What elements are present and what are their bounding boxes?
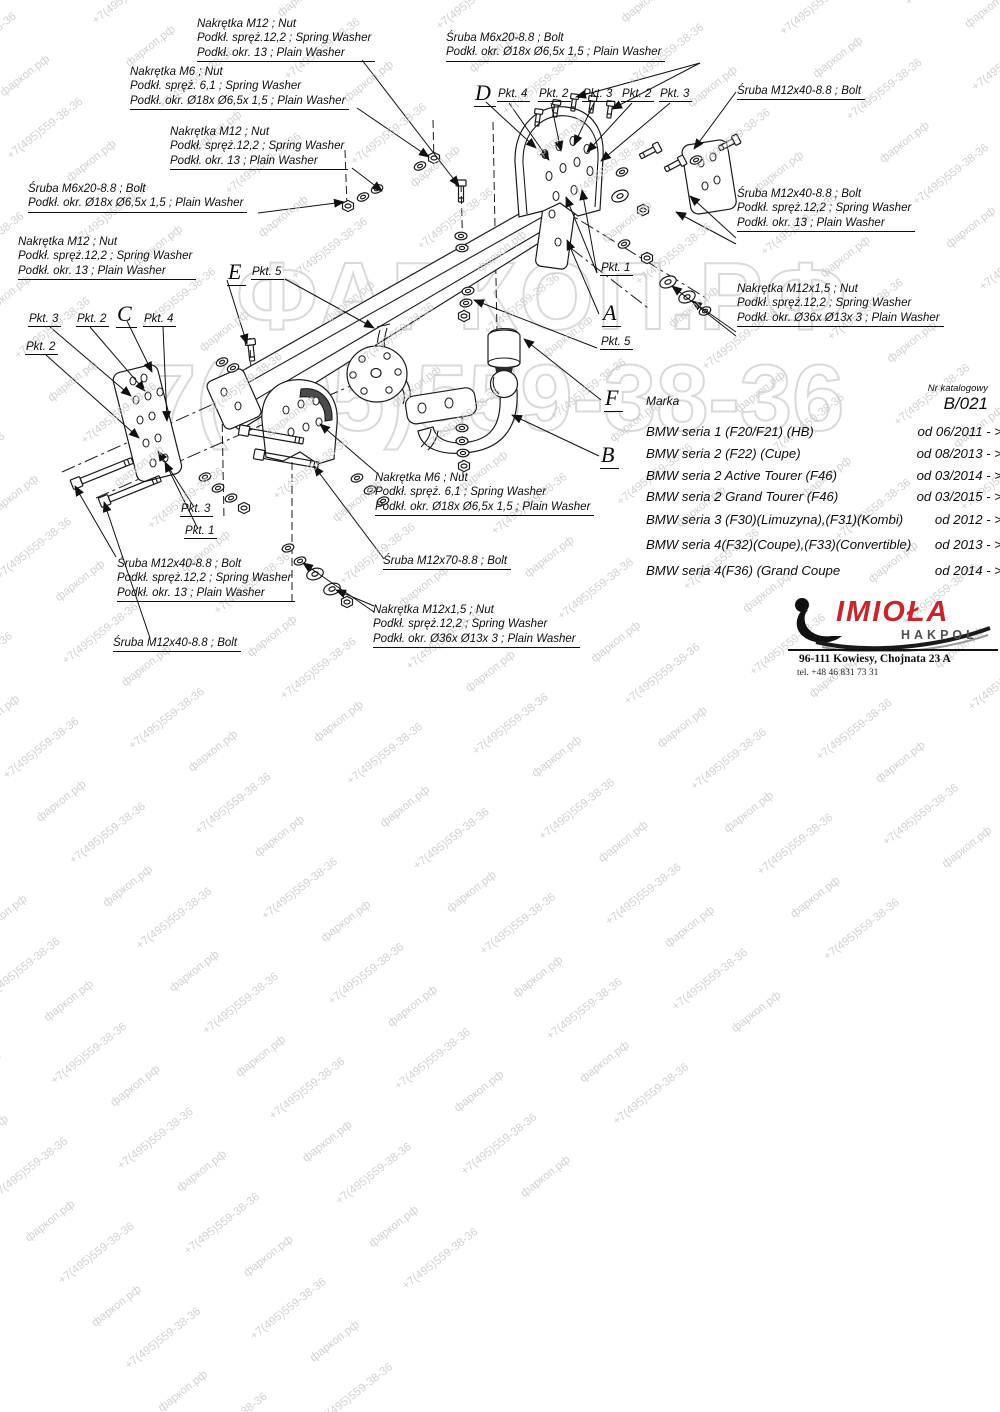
vehicle-model: BMW seria 4(F36) (Grand Coupe bbox=[646, 563, 841, 578]
company-phone: tel. +48 46 831 73 31 bbox=[797, 668, 879, 678]
vehicle-row: BMW seria 2 Active Tourer (F46) od 03/20… bbox=[646, 468, 1000, 483]
brand-subname: HAKPOL bbox=[901, 628, 978, 642]
vehicle-row: BMW seria 4(F32)(Coupe),(F33)(Convertibl… bbox=[646, 537, 1000, 552]
vehicle-date: od 2014 - > bbox=[934, 563, 1000, 578]
vehicle-model: BMW seria 1 (F20/F21) (HB) bbox=[646, 424, 814, 439]
assembly-drawing bbox=[45, 59, 742, 639]
point-label-pkt2-left-a: Pkt. 2 bbox=[76, 313, 110, 327]
vehicle-date: od 06/2011 - > bbox=[917, 424, 1000, 439]
vehicle-model: BMW seria 4(F32)(Coupe),(F33)(Convertibl… bbox=[646, 537, 912, 552]
section-letter-a: A bbox=[602, 302, 622, 327]
point-label-pkt3-bottomleft: Pkt. 3 bbox=[180, 503, 214, 517]
vehicle-date: od 08/2013 - > bbox=[916, 446, 1000, 461]
catalog-number-label: Nr katalogowy bbox=[927, 383, 988, 394]
brand-column-header: Marka bbox=[646, 394, 680, 408]
part-label-bolt-m12x40-topright: Śruba M12x40-8.8 ; Bolt bbox=[737, 84, 866, 101]
company-address: 96-111 Kowiesy, Chojnata 23 A bbox=[799, 653, 951, 665]
vehicle-model: BMW seria 3 (F30)(Limuzyna),(F31)(Kombi) bbox=[646, 512, 904, 527]
section-letter-d: D bbox=[474, 82, 496, 107]
beam-end-plate-right bbox=[535, 190, 577, 270]
point-label-pkt2-top-b: Pkt. 2 bbox=[621, 88, 655, 102]
vehicle-date: od 2012 - > bbox=[934, 512, 1000, 527]
beam-end-plate-left bbox=[206, 368, 262, 430]
point-label-pkt4-top: Pkt. 4 bbox=[497, 88, 531, 102]
arch-bracket-left bbox=[261, 379, 338, 465]
part-label-bolt-m12x40-bottom: Śruba M12x40-8.8 ; Bolt bbox=[113, 636, 242, 653]
fasteners bbox=[69, 92, 742, 609]
vehicle-date: od 03/2014 - > bbox=[916, 468, 1000, 483]
point-label-pkt3-top-b: Pkt. 3 bbox=[659, 88, 693, 102]
point-label-pkt2-top-a: Pkt. 2 bbox=[538, 88, 572, 102]
vehicle-model: BMW seria 2 (F22) (Cupe) bbox=[646, 446, 801, 461]
section-letter-e: E bbox=[227, 261, 247, 286]
section-letter-b: B bbox=[600, 444, 620, 469]
vehicle-row: BMW seria 2 Grand Tourer (F46) od 03/201… bbox=[646, 489, 1000, 504]
side-plate-right bbox=[681, 139, 737, 215]
footer-divider bbox=[788, 649, 998, 651]
vehicle-row: BMW seria 3 (F30)(Limuzyna),(F31)(Kombi)… bbox=[646, 512, 1000, 527]
vehicle-row: BMW seria 4(F36) (Grand Coupe od 2014 - … bbox=[646, 563, 1000, 578]
point-label-pkt2-left-b: Pkt. 2 bbox=[25, 341, 59, 355]
section-letter-f: F bbox=[604, 387, 624, 412]
point-label-pkt3-top-a: Pkt. 3 bbox=[582, 88, 616, 102]
point-label-pkt3-left: Pkt. 3 bbox=[28, 313, 62, 327]
bracket-d bbox=[514, 106, 604, 218]
point-label-pkt5-right: Pkt. 5 bbox=[600, 336, 634, 350]
vehicle-model: BMW seria 2 Grand Tourer (F46) bbox=[646, 489, 839, 504]
ball-mount-bracket bbox=[404, 387, 478, 425]
point-label-pkt1-bottomleft: Pkt. 1 bbox=[184, 525, 218, 539]
catalog-number-value: B/021 bbox=[943, 394, 988, 413]
vehicle-row: BMW seria 1 (F20/F21) (HB) od 06/2011 - … bbox=[646, 424, 1000, 439]
vehicle-row: BMW seria 2 (F22) (Cupe) od 08/2013 - > bbox=[646, 446, 1000, 461]
vehicle-model: BMW seria 2 Active Tourer (F46) bbox=[646, 468, 838, 483]
vehicle-date: od 2013 - > bbox=[934, 537, 1000, 552]
round-plate bbox=[346, 345, 408, 403]
tow-ball-assembly bbox=[417, 327, 521, 454]
point-label-pkt5-left: Pkt. 5 bbox=[251, 266, 285, 280]
vehicle-date: od 03/2015 - > bbox=[916, 489, 1000, 504]
part-label-bolt-m12x70: Śruba M12x70-8.8 ; Bolt bbox=[383, 554, 512, 571]
point-label-pkt4-left: Pkt. 4 bbox=[143, 313, 177, 327]
section-letter-c: C bbox=[116, 303, 137, 328]
brand-name: IMIOŁA bbox=[836, 596, 950, 628]
point-label-pkt1-right: Pkt. 1 bbox=[600, 262, 634, 276]
